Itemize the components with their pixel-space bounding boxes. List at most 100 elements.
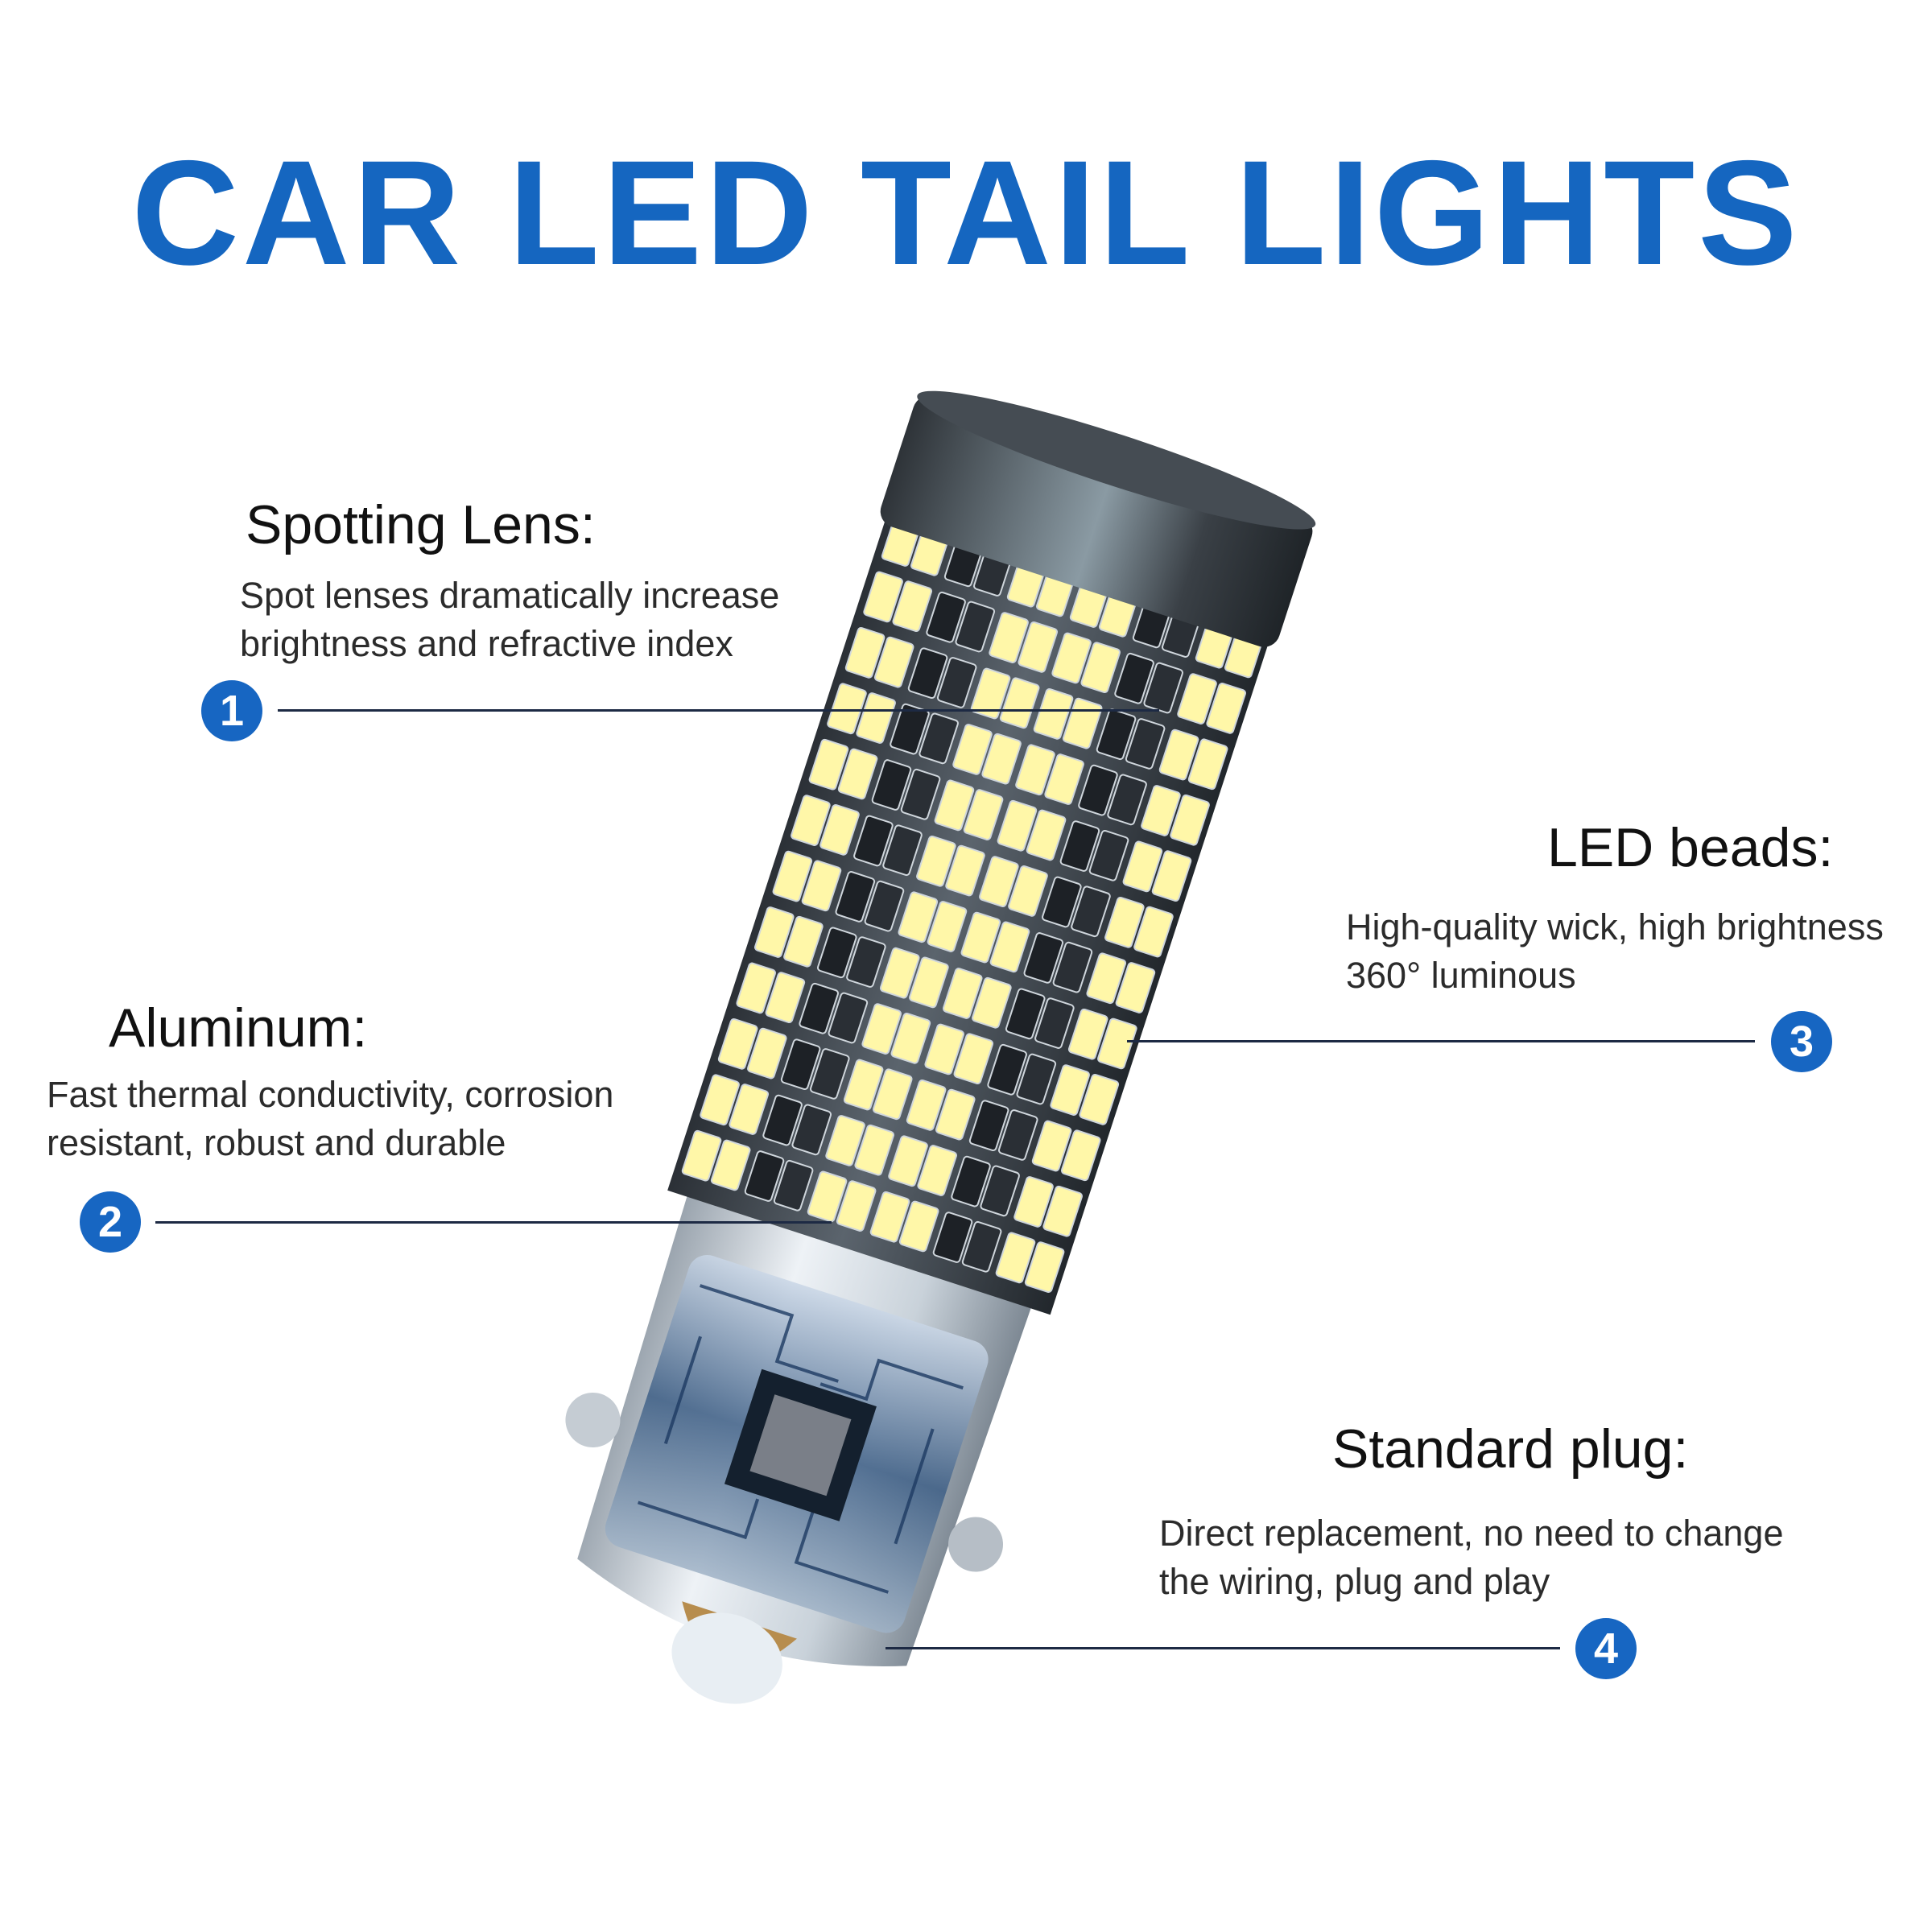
led-bead xyxy=(935,1088,976,1141)
callout-desc-line: Fast thermal conductivity, corrosion xyxy=(47,1074,614,1115)
led-bead xyxy=(952,724,993,775)
standard-plug-base xyxy=(565,1181,1037,1704)
led-bead xyxy=(1086,952,1127,1005)
callout-desc-line: resistant, robust and durable xyxy=(47,1122,506,1163)
led-bead xyxy=(1133,906,1174,958)
led-bead xyxy=(843,1059,884,1111)
led-bead xyxy=(791,1104,832,1156)
led-bead xyxy=(810,1048,850,1100)
callout-desc-line: Direct replacement, no need to change xyxy=(1159,1513,1784,1554)
led-bead xyxy=(995,1232,1036,1284)
led-bead xyxy=(970,667,1011,720)
led-bead xyxy=(744,1150,785,1202)
led-bead xyxy=(892,580,933,633)
led-bead xyxy=(799,982,839,1034)
led-bead xyxy=(898,891,939,943)
led-bead xyxy=(791,795,831,846)
led-bead xyxy=(1071,886,1111,938)
led-bead xyxy=(1042,876,1082,928)
led-bead xyxy=(1016,1053,1057,1105)
led-bead xyxy=(953,1033,994,1085)
led-bead xyxy=(1067,1008,1108,1060)
led-bead xyxy=(753,906,795,958)
led-bead xyxy=(856,692,896,744)
led-bead xyxy=(968,1100,1009,1152)
led-bead xyxy=(1096,708,1137,761)
led-bead xyxy=(907,647,948,700)
led-bead xyxy=(987,1043,1027,1096)
led-bead xyxy=(872,1068,913,1121)
page-title: CAR LED TAIL LIGHTS xyxy=(131,130,1801,296)
callout-number-4-badge: 4 xyxy=(1575,1618,1637,1679)
callout-heading-aluminum: Aluminum: xyxy=(109,997,368,1059)
callout-leader-line xyxy=(278,709,1159,712)
led-bead xyxy=(961,1220,1002,1273)
callout-desc-line: Spot lenses dramatically increase xyxy=(240,575,780,616)
led-bead xyxy=(927,901,968,952)
led-bead xyxy=(890,703,930,755)
callout-desc-line: the wiring, plug and play xyxy=(1159,1561,1550,1602)
led-bead xyxy=(999,677,1040,729)
led-bead xyxy=(863,571,903,623)
led-bead xyxy=(836,1180,877,1232)
led-bead xyxy=(1018,621,1059,673)
led-bead xyxy=(1158,729,1199,781)
led-bead xyxy=(783,915,824,968)
callout-desc-line: 360° luminous xyxy=(1346,955,1576,996)
led-bead xyxy=(960,911,1001,964)
led-bead xyxy=(936,657,977,708)
led-bead xyxy=(1079,1074,1120,1125)
callout-leader-line xyxy=(886,1647,1560,1649)
callout-number-2-badge: 2 xyxy=(80,1191,141,1253)
led-bead xyxy=(951,1155,991,1208)
led-bead xyxy=(1051,632,1092,684)
led-bead xyxy=(853,815,894,867)
led-bead xyxy=(1125,718,1166,770)
led-bead xyxy=(1151,850,1192,902)
led-bead xyxy=(942,968,983,1019)
led-bead xyxy=(710,1139,751,1191)
led-bead xyxy=(1031,1120,1072,1172)
led-bead xyxy=(926,591,966,643)
led-bead xyxy=(808,738,849,791)
led-bead xyxy=(828,992,869,1044)
led-bead xyxy=(765,972,806,1023)
led-bead xyxy=(1026,809,1067,861)
led-bead xyxy=(919,712,959,765)
led-bead xyxy=(869,1191,910,1243)
led-bead xyxy=(801,860,842,912)
led-bead xyxy=(1078,764,1118,816)
led-bead xyxy=(934,779,975,832)
led-bead xyxy=(846,936,886,988)
led-bead xyxy=(979,856,1019,907)
led-bead xyxy=(981,733,1022,785)
led-bead xyxy=(729,1084,770,1135)
led-bead xyxy=(972,976,1012,1029)
led-bead xyxy=(898,1200,939,1253)
led-bead xyxy=(1107,774,1147,826)
led-bead xyxy=(780,1038,821,1091)
led-bead xyxy=(681,1129,722,1182)
led-bead xyxy=(909,956,949,1009)
led-bead xyxy=(1115,962,1156,1013)
led-bead xyxy=(1114,652,1154,704)
led-bead xyxy=(837,748,878,800)
led-bead xyxy=(989,921,1030,973)
led-bead xyxy=(882,824,923,877)
led-bead xyxy=(906,1080,947,1131)
led-bead xyxy=(1044,753,1084,805)
led-bead xyxy=(1104,896,1145,948)
callout-number-1-badge: 1 xyxy=(201,680,262,741)
led-bead xyxy=(762,1094,803,1146)
led-bead xyxy=(1034,997,1075,1049)
led-bead xyxy=(1050,1064,1090,1116)
callout-heading-led-beads: LED beads: xyxy=(1547,817,1834,878)
led-bead xyxy=(1170,794,1210,846)
led-bead xyxy=(1042,1185,1083,1237)
led-bead xyxy=(700,1074,740,1126)
led-bead xyxy=(816,927,857,979)
led-bead xyxy=(854,1124,894,1176)
led-bead xyxy=(989,612,1029,663)
led-bead xyxy=(827,683,867,735)
